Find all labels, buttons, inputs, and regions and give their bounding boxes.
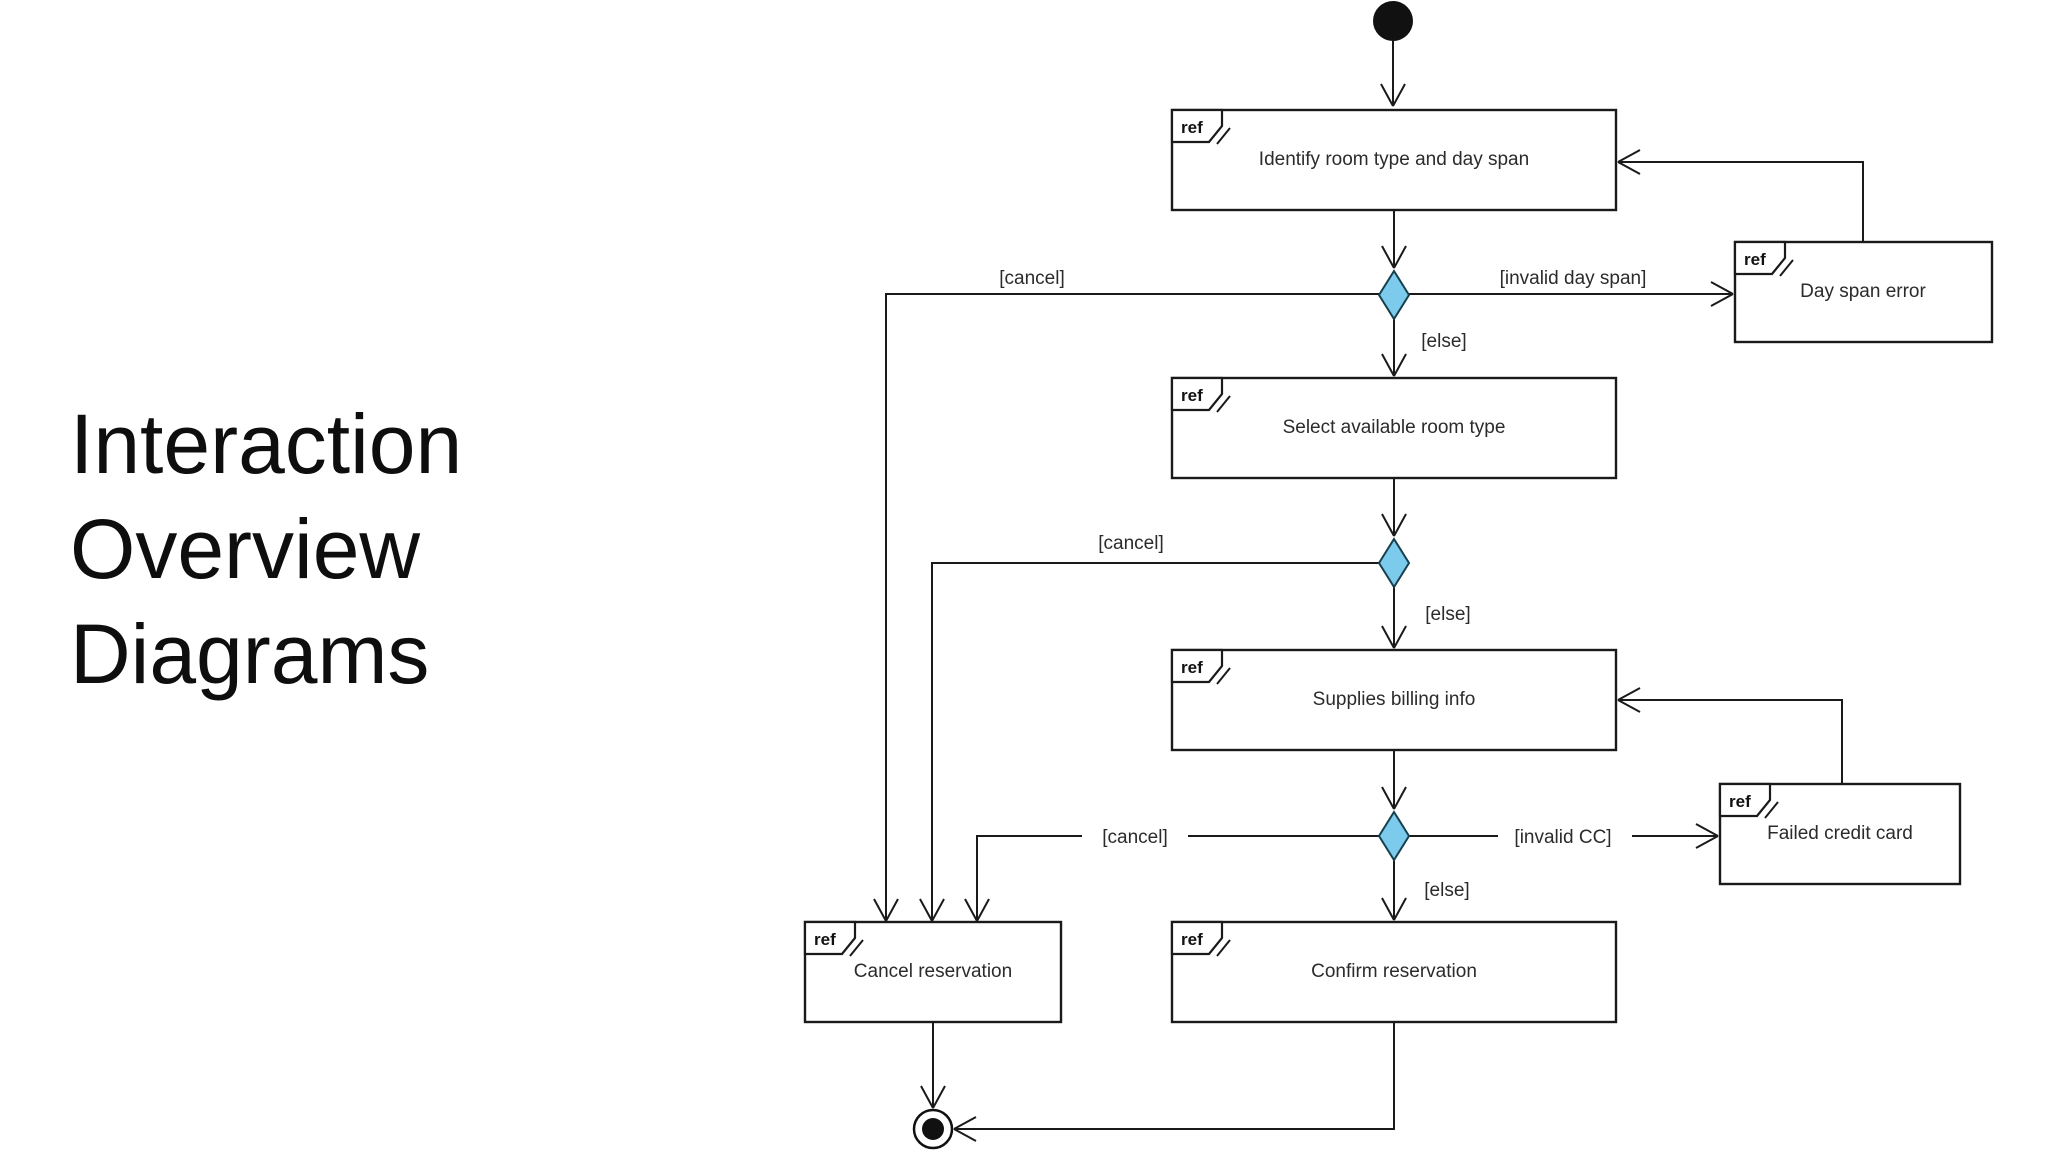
edge-failed-credit-card-to-supplies (1617, 687, 1843, 784)
connector-line (885, 293, 1380, 919)
ref-tab-label: ref (1181, 386, 1203, 405)
decision-diamond-1 (1377, 269, 1411, 321)
arrowhead-icon (1617, 149, 1641, 175)
guard-else-3: [else] (1424, 880, 1469, 901)
arrowhead-icon (964, 898, 990, 922)
ref-tab-label: ref (1744, 250, 1766, 269)
frame-border (1170, 648, 1618, 752)
edge-confirm-reservation-to-final (953, 1022, 1395, 1142)
frame-cancel-reservation: ref Cancel reservation (803, 920, 1063, 1024)
ref-tab-label: ref (1181, 930, 1203, 949)
frame-border (1170, 920, 1618, 1024)
ref-tab-tail (849, 939, 864, 957)
slide-title: Interaction Overview Diagrams (70, 397, 463, 701)
ref-tab-tail (1779, 259, 1794, 277)
frame-label: Supplies billing info (1313, 689, 1476, 710)
connector-line (1620, 699, 1843, 784)
ref-tab-label: ref (814, 930, 836, 949)
edge-decision3-else-to-confirm (1381, 860, 1407, 921)
frame-label: Confirm reservation (1311, 961, 1477, 982)
arrowhead-icon (920, 1085, 946, 1109)
frame-label: Failed credit card (1767, 823, 1913, 844)
arrowhead-icon (1617, 687, 1641, 713)
ref-tab-label: ref (1181, 658, 1203, 677)
guard-else-2: [else] (1425, 604, 1470, 625)
edge-decision3-cancel-to-cancel-reservation (964, 835, 1380, 922)
edge-initial-to-identify (1380, 41, 1406, 107)
final-node-inner-dot (922, 1118, 944, 1140)
arrowhead-icon (1695, 823, 1719, 849)
arrowhead-icon (1381, 353, 1407, 377)
ref-tab (1170, 920, 1224, 956)
frame-label: Identify room type and day span (1259, 149, 1529, 170)
arrowhead-icon (1380, 83, 1406, 107)
ref-tab (1718, 782, 1772, 818)
guard-else-1: [else] (1421, 331, 1466, 352)
arrowhead-icon (953, 1116, 977, 1142)
connector-line (956, 1022, 1395, 1130)
frame-label: Select available room type (1283, 417, 1506, 438)
edge-decision2-cancel-to-cancel-reservation (919, 562, 1380, 922)
edge-cancel-reservation-to-final (920, 1022, 946, 1109)
guard-invalid-day-span: [invalid day span] (1500, 268, 1647, 289)
activity-final-node-icon (912, 1108, 954, 1150)
connector-line (976, 835, 1380, 919)
ref-tab-label: ref (1181, 118, 1203, 137)
frame-day-span-error: ref Day span error (1733, 240, 1994, 344)
connector-line (1620, 161, 1864, 242)
ref-tab (1170, 108, 1224, 144)
edge-supplies-to-decision3 (1381, 750, 1407, 810)
ref-tab (1170, 648, 1224, 684)
ref-tab (1733, 240, 1787, 276)
ref-tab-tail (1216, 939, 1231, 957)
edge-decision1-else-to-select (1381, 319, 1407, 377)
frame-border (1170, 108, 1618, 212)
arrowhead-icon (1381, 786, 1407, 810)
frame-confirm-reservation: ref Confirm reservation (1170, 920, 1618, 1024)
ref-tab (1170, 376, 1224, 412)
guard-invalid-cc: [invalid CC] (1514, 827, 1611, 848)
guard-cancel-2: [cancel] (1098, 533, 1163, 554)
connector-line (931, 562, 1380, 919)
frame-label: Cancel reservation (854, 961, 1012, 982)
edge-decision1-cancel-to-cancel-reservation (873, 293, 1380, 922)
edge-decision1-invalid-day-span-to-dayspan-error (1409, 281, 1734, 307)
edge-identify-to-decision1 (1381, 210, 1407, 269)
edge-dayspan-error-to-identify (1617, 149, 1864, 242)
arrowhead-icon (1381, 245, 1407, 269)
ref-tab-tail (1216, 127, 1231, 145)
initial-node-icon (1373, 1, 1413, 41)
guard-cancel-3: [cancel] (1102, 827, 1167, 848)
arrowhead-icon (1381, 625, 1407, 649)
ref-tab-label: ref (1729, 792, 1751, 811)
arrowhead-icon (873, 898, 899, 922)
guard-cancel-1: [cancel] (999, 268, 1064, 289)
frame-border (1170, 376, 1618, 480)
frame-supplies-billing-info: ref Supplies billing info (1170, 648, 1618, 752)
ref-tab-tail (1764, 801, 1779, 819)
arrowhead-icon (1381, 513, 1407, 537)
decision-diamond-3 (1377, 810, 1411, 862)
arrowhead-icon (1710, 281, 1734, 307)
decision-diamond-2 (1377, 537, 1411, 589)
ref-tab-tail (1216, 667, 1231, 685)
frame-failed-credit-card: ref Failed credit card (1718, 782, 1962, 886)
ref-tab (803, 920, 857, 956)
edge-decision2-else-to-supplies (1381, 587, 1407, 649)
ref-tab-tail (1216, 395, 1231, 413)
edge-decision3-invalid-cc-to-failed-credit-card (1409, 823, 1719, 849)
edge-select-to-decision2 (1381, 478, 1407, 537)
arrowhead-icon (919, 898, 945, 922)
frame-select-room-type: ref Select available room type (1170, 376, 1618, 480)
arrowhead-icon (1381, 897, 1407, 921)
frame-label: Day span error (1800, 281, 1926, 302)
frame-identify-room-type: ref Identify room type and day span (1170, 108, 1618, 212)
